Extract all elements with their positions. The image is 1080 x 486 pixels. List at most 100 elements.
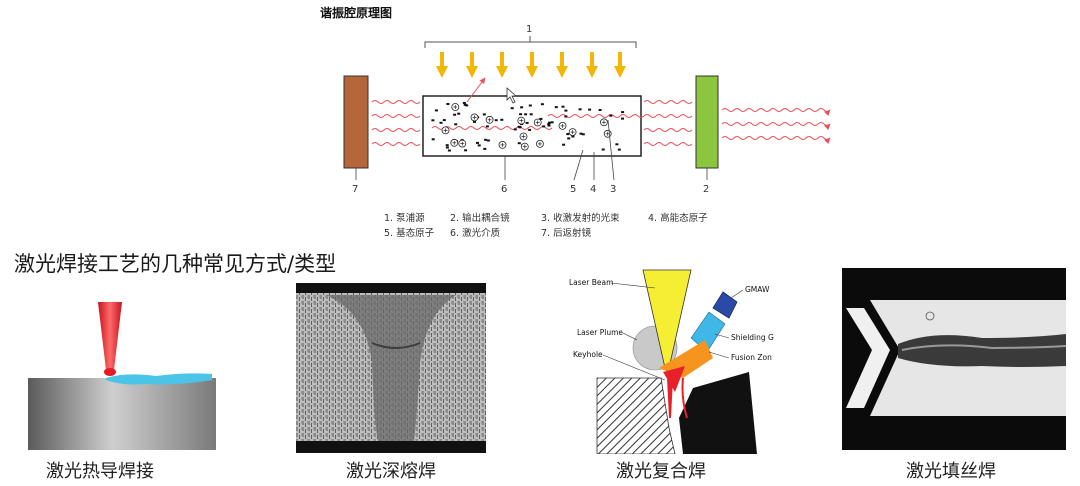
ground-state-atom xyxy=(609,114,613,117)
ground-state-atom xyxy=(524,113,528,116)
pump-arrow xyxy=(556,52,568,78)
label-gmaw: GMAW xyxy=(745,285,770,294)
filler-wire-image xyxy=(842,268,1066,450)
ground-state-atom xyxy=(601,148,605,151)
ground-state-atom xyxy=(439,121,443,124)
ground-state-atom xyxy=(542,125,546,128)
pump-arrow xyxy=(466,52,478,78)
pump-bracket xyxy=(424,41,637,48)
ground-state-atom xyxy=(547,123,551,126)
ground-state-atom xyxy=(517,142,521,145)
ground-state-atom xyxy=(434,109,438,112)
ground-state-atom xyxy=(494,119,498,122)
caption-deep: 激光深熔焊 xyxy=(346,461,436,482)
label-6: 6 xyxy=(501,184,507,195)
excited-atom xyxy=(470,113,479,122)
ground-state-atom xyxy=(477,144,481,147)
caption-filler: 激光填丝焊 xyxy=(906,461,996,482)
conduction-weld-image xyxy=(28,302,216,450)
laser-wave xyxy=(721,122,831,130)
excited-atom xyxy=(520,142,529,151)
deep-penetration-image xyxy=(296,283,486,453)
cursor-icon xyxy=(506,87,518,104)
excited-atom xyxy=(568,128,577,137)
ground-state-atom xyxy=(621,117,624,120)
ground-state-atom xyxy=(621,111,625,114)
ground-state-atom xyxy=(528,104,532,107)
ground-state-atom xyxy=(564,109,568,112)
hybrid-weld-image: Laser Beam GMAW Laser Plume Shielding G … xyxy=(563,268,777,454)
laser-wave xyxy=(547,114,645,118)
atoms xyxy=(431,102,625,152)
ground-state-atom xyxy=(547,121,551,124)
ground-state-atom xyxy=(484,138,488,141)
legend-item-4: 4. 高能态原子 xyxy=(648,213,708,224)
ground-state-atom xyxy=(483,147,487,150)
ground-state-atom xyxy=(554,106,558,109)
ground-state-atom xyxy=(454,123,458,126)
ground-state-atom xyxy=(598,109,602,111)
pump-arrow xyxy=(496,52,508,78)
excited-atom xyxy=(519,132,528,141)
legend-item-1: 1. 泵浦源 xyxy=(384,213,425,224)
excited-atom xyxy=(536,139,544,148)
ground-state-atom xyxy=(500,118,504,121)
excited-atom xyxy=(533,118,542,127)
ground-state-atom xyxy=(447,149,451,152)
legend-item-5: 5. 基态原子 xyxy=(384,228,435,239)
excited-atom xyxy=(558,122,567,130)
label-2: 2 xyxy=(703,184,709,195)
label-3: 3 xyxy=(610,184,616,195)
ground-state-atom xyxy=(615,143,619,146)
laser-wave xyxy=(371,100,421,104)
ground-state-atom xyxy=(539,117,543,120)
laser-waves xyxy=(371,100,831,146)
laser-wave xyxy=(371,114,421,118)
legend-item-2: 2. 输出耦合镜 xyxy=(450,213,510,224)
ground-state-atom xyxy=(463,103,467,106)
excited-atom xyxy=(603,129,612,138)
ground-state-atom xyxy=(567,137,571,140)
ground-state-atom xyxy=(588,108,592,111)
laser-wave xyxy=(643,128,693,132)
label-shielding-gas: Shielding G xyxy=(731,333,774,342)
laser-wave xyxy=(721,108,831,116)
label-4: 4 xyxy=(590,184,596,195)
label-laser-beam: Laser Beam xyxy=(569,278,613,287)
excited-atom xyxy=(441,126,450,135)
excited-atom xyxy=(458,139,467,148)
ground-state-atom xyxy=(476,141,479,144)
ground-state-atom xyxy=(564,115,568,118)
legend-item-6: 6. 激光介质 xyxy=(450,228,501,239)
ground-state-atom xyxy=(528,128,532,131)
pump-arrow xyxy=(436,52,448,78)
ground-state-atom xyxy=(445,144,449,147)
ground-state-atom xyxy=(486,139,490,142)
ground-state-atom xyxy=(446,103,450,105)
laser-wave xyxy=(371,142,421,146)
escaping-photon xyxy=(466,77,486,103)
label-keyhole: Keyhole xyxy=(573,350,603,359)
laser-wave xyxy=(721,136,831,144)
ground-state-atom xyxy=(431,119,435,122)
excited-atom xyxy=(451,103,460,111)
ground-state-atom xyxy=(462,102,466,104)
ground-state-atom xyxy=(473,120,476,123)
ground-state-atom xyxy=(510,107,514,110)
ground-state-atom xyxy=(579,132,583,135)
ground-state-atom xyxy=(520,106,524,109)
ground-state-atom xyxy=(457,112,461,115)
excited-atom xyxy=(450,138,459,147)
resonator-diagram: 1 7 6 5 4 3 2 xyxy=(343,24,831,195)
ground-state-atom xyxy=(562,143,566,146)
legend-item-3: 3. 收激发射的光束 xyxy=(541,213,620,224)
ground-state-atom xyxy=(617,148,621,151)
laser-wave xyxy=(643,114,693,118)
caption-hybrid: 激光复合焊 xyxy=(616,461,706,482)
label-laser-plume: Laser Plume xyxy=(577,328,623,337)
caption-conduction: 激光热导焊接 xyxy=(46,461,154,482)
label-5: 5 xyxy=(570,184,576,195)
excited-atom xyxy=(498,140,507,149)
pump-arrow xyxy=(526,52,538,78)
ground-state-atom xyxy=(581,133,585,136)
